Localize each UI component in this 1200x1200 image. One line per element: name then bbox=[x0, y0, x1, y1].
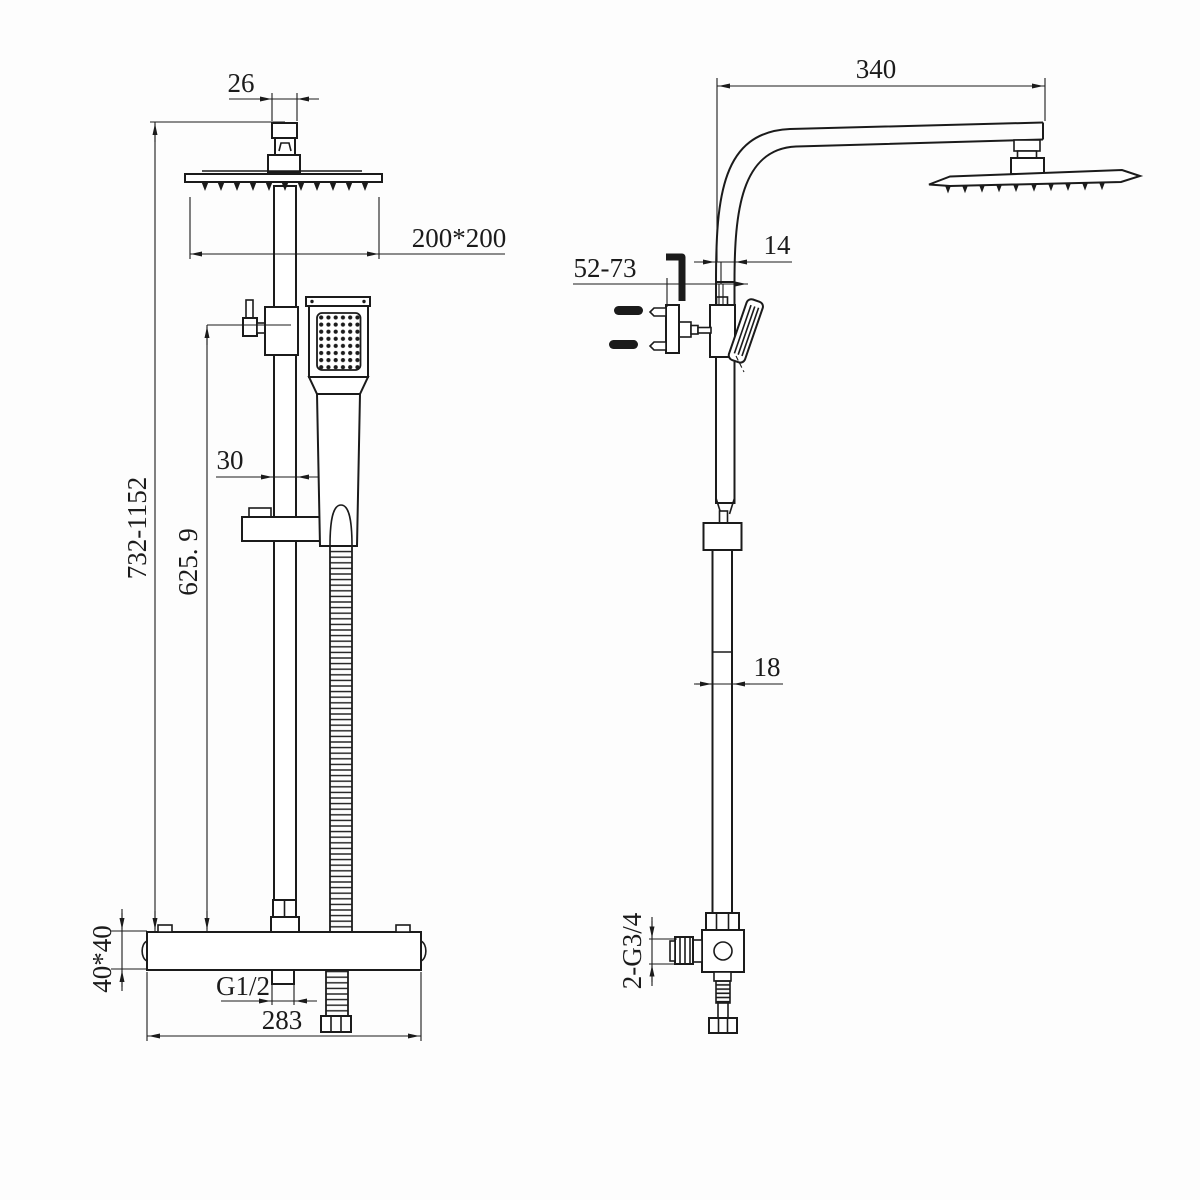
dim-valve-length: 283 bbox=[262, 1005, 303, 1035]
side-view: 340 14 52-73 18 2-G3/4 bbox=[573, 54, 1144, 1034]
dim-inlet-thread: 2-G3/4 bbox=[617, 912, 647, 989]
side-dimension-labels: 340 14 52-73 18 2-G3/4 bbox=[574, 54, 897, 989]
dim-lower-tube: 18 bbox=[754, 652, 781, 682]
rail-coupling-side bbox=[702, 497, 743, 551]
hand-shower-front bbox=[305, 296, 371, 547]
wall-pin-bottom bbox=[648, 341, 667, 351]
dim-head-size: 200*200 bbox=[412, 223, 507, 253]
diverter-front bbox=[242, 299, 299, 356]
dim-arm-reach: 340 bbox=[856, 54, 897, 84]
slide-holder-front bbox=[241, 507, 327, 542]
front-dimensions bbox=[111, 93, 505, 1041]
lower-rail-side bbox=[711, 549, 733, 914]
dim-height-range: 732-1152 bbox=[122, 477, 152, 580]
hose-lower-front bbox=[320, 969, 352, 1033]
holder-cradle bbox=[727, 298, 764, 364]
front-dimension-labels: 26 200*200 732-1152 625. 9 30 40*40 G1/2… bbox=[87, 68, 506, 1035]
hose-nut-side bbox=[708, 1017, 738, 1034]
rain-head-connector-front bbox=[267, 122, 301, 173]
dim-bracket-range: 52-73 bbox=[574, 253, 637, 283]
valve-thread-side bbox=[715, 980, 731, 1004]
dim-outlet-thread: G1/2 bbox=[216, 971, 270, 1001]
diverter-knob bbox=[242, 317, 258, 337]
riser-pipe-front bbox=[273, 185, 297, 918]
rain-head-slab-side bbox=[928, 168, 1144, 188]
hose-nut-front bbox=[320, 1015, 352, 1033]
rain-shower-head-side bbox=[928, 139, 1144, 194]
dim-upper-tube: 14 bbox=[764, 230, 792, 260]
hand-shower-spray-face bbox=[316, 312, 362, 371]
thermostatic-valve-side bbox=[669, 912, 745, 1034]
wall-pin-top bbox=[648, 307, 667, 317]
rail-base-connector-front bbox=[270, 899, 300, 933]
dim-pipe-width: 26 bbox=[228, 68, 255, 98]
rain-head-nozzles-front bbox=[201, 182, 369, 191]
allen-key bbox=[666, 253, 686, 301]
rain-head-nozzles-side bbox=[945, 182, 1105, 194]
dim-diverter-height: 625. 9 bbox=[173, 528, 203, 596]
valve-outlet-front bbox=[271, 969, 295, 985]
front-view: 26 200*200 732-1152 625. 9 30 40*40 G1/2… bbox=[87, 68, 506, 1041]
thermostatic-valve-front bbox=[141, 924, 427, 985]
wall-plate bbox=[665, 304, 680, 354]
hand-shower-handle bbox=[315, 393, 362, 547]
shower-hose-front bbox=[329, 545, 353, 935]
side-dimensions bbox=[573, 78, 1046, 986]
handle-arch bbox=[329, 504, 353, 547]
wall-bracket-side bbox=[648, 304, 712, 354]
dim-valve-section: 40*40 bbox=[87, 925, 117, 993]
rain-shower-head-front bbox=[184, 170, 383, 191]
mounting-screws bbox=[609, 306, 643, 349]
diverter-pin bbox=[245, 299, 254, 319]
dim-rail-depth: 30 bbox=[217, 445, 244, 475]
hand-shower-holder-side bbox=[709, 296, 764, 373]
